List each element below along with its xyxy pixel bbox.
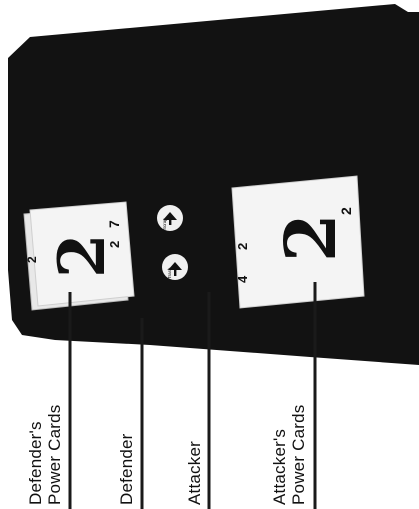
defender-power-label-line1: Defender's: [26, 405, 45, 505]
attacker-power-cards-label: Attacker's Power Cards: [270, 405, 308, 505]
defender-card-numeral: 2: [45, 233, 120, 278]
defender-label: Defender: [117, 433, 136, 505]
defender-power-card: 2 7 2 2: [25, 202, 134, 306]
attacker-power-label-line1: Attacker's: [270, 405, 289, 505]
attacker-power-card: 2 2 4 2: [232, 176, 364, 308]
attacker-label: Attacker: [185, 441, 204, 505]
defender-token: Scrap: [157, 205, 183, 231]
attacker-token-text: Trash: [167, 267, 172, 279]
attacker-power-label-line2: Power Cards: [289, 405, 308, 505]
defender-card-corner-tr: 7: [106, 220, 122, 228]
attacker-card-corner-ml: 2: [235, 243, 250, 250]
defender-token-text: Scrap: [162, 218, 167, 230]
attacker-card-numeral: 2: [269, 213, 352, 262]
attacker-token: Trash: [162, 254, 188, 280]
defender-power-label-line2: Power Cards: [45, 405, 64, 505]
attacker-card-corner-bl: 4: [235, 275, 250, 283]
defender-card-corner-tl: 2: [25, 256, 39, 263]
defender-power-cards-label: Defender's Power Cards: [26, 405, 64, 505]
